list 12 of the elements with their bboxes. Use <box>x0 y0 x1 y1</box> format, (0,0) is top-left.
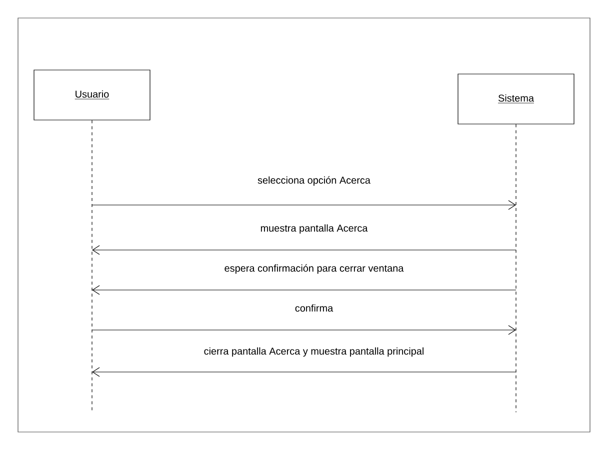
message-arrow <box>92 245 516 255</box>
participant-box: Sistema <box>458 74 574 124</box>
message-label: selecciona opción Acerca <box>258 176 370 186</box>
message-label: muestra pantalla Acerca <box>260 224 368 234</box>
message-label: confirma <box>295 304 334 312</box>
message-arrow <box>92 325 516 335</box>
message-arrow <box>92 200 516 210</box>
message-label: espera confirmación para cerrar ventana <box>224 264 404 274</box>
message-arrow <box>92 285 516 295</box>
message-label: cierra pantalla Acerca y muestra pantalla principal <box>204 347 424 357</box>
participant-box: Usuario <box>34 70 150 120</box>
message-arrow <box>92 367 516 377</box>
